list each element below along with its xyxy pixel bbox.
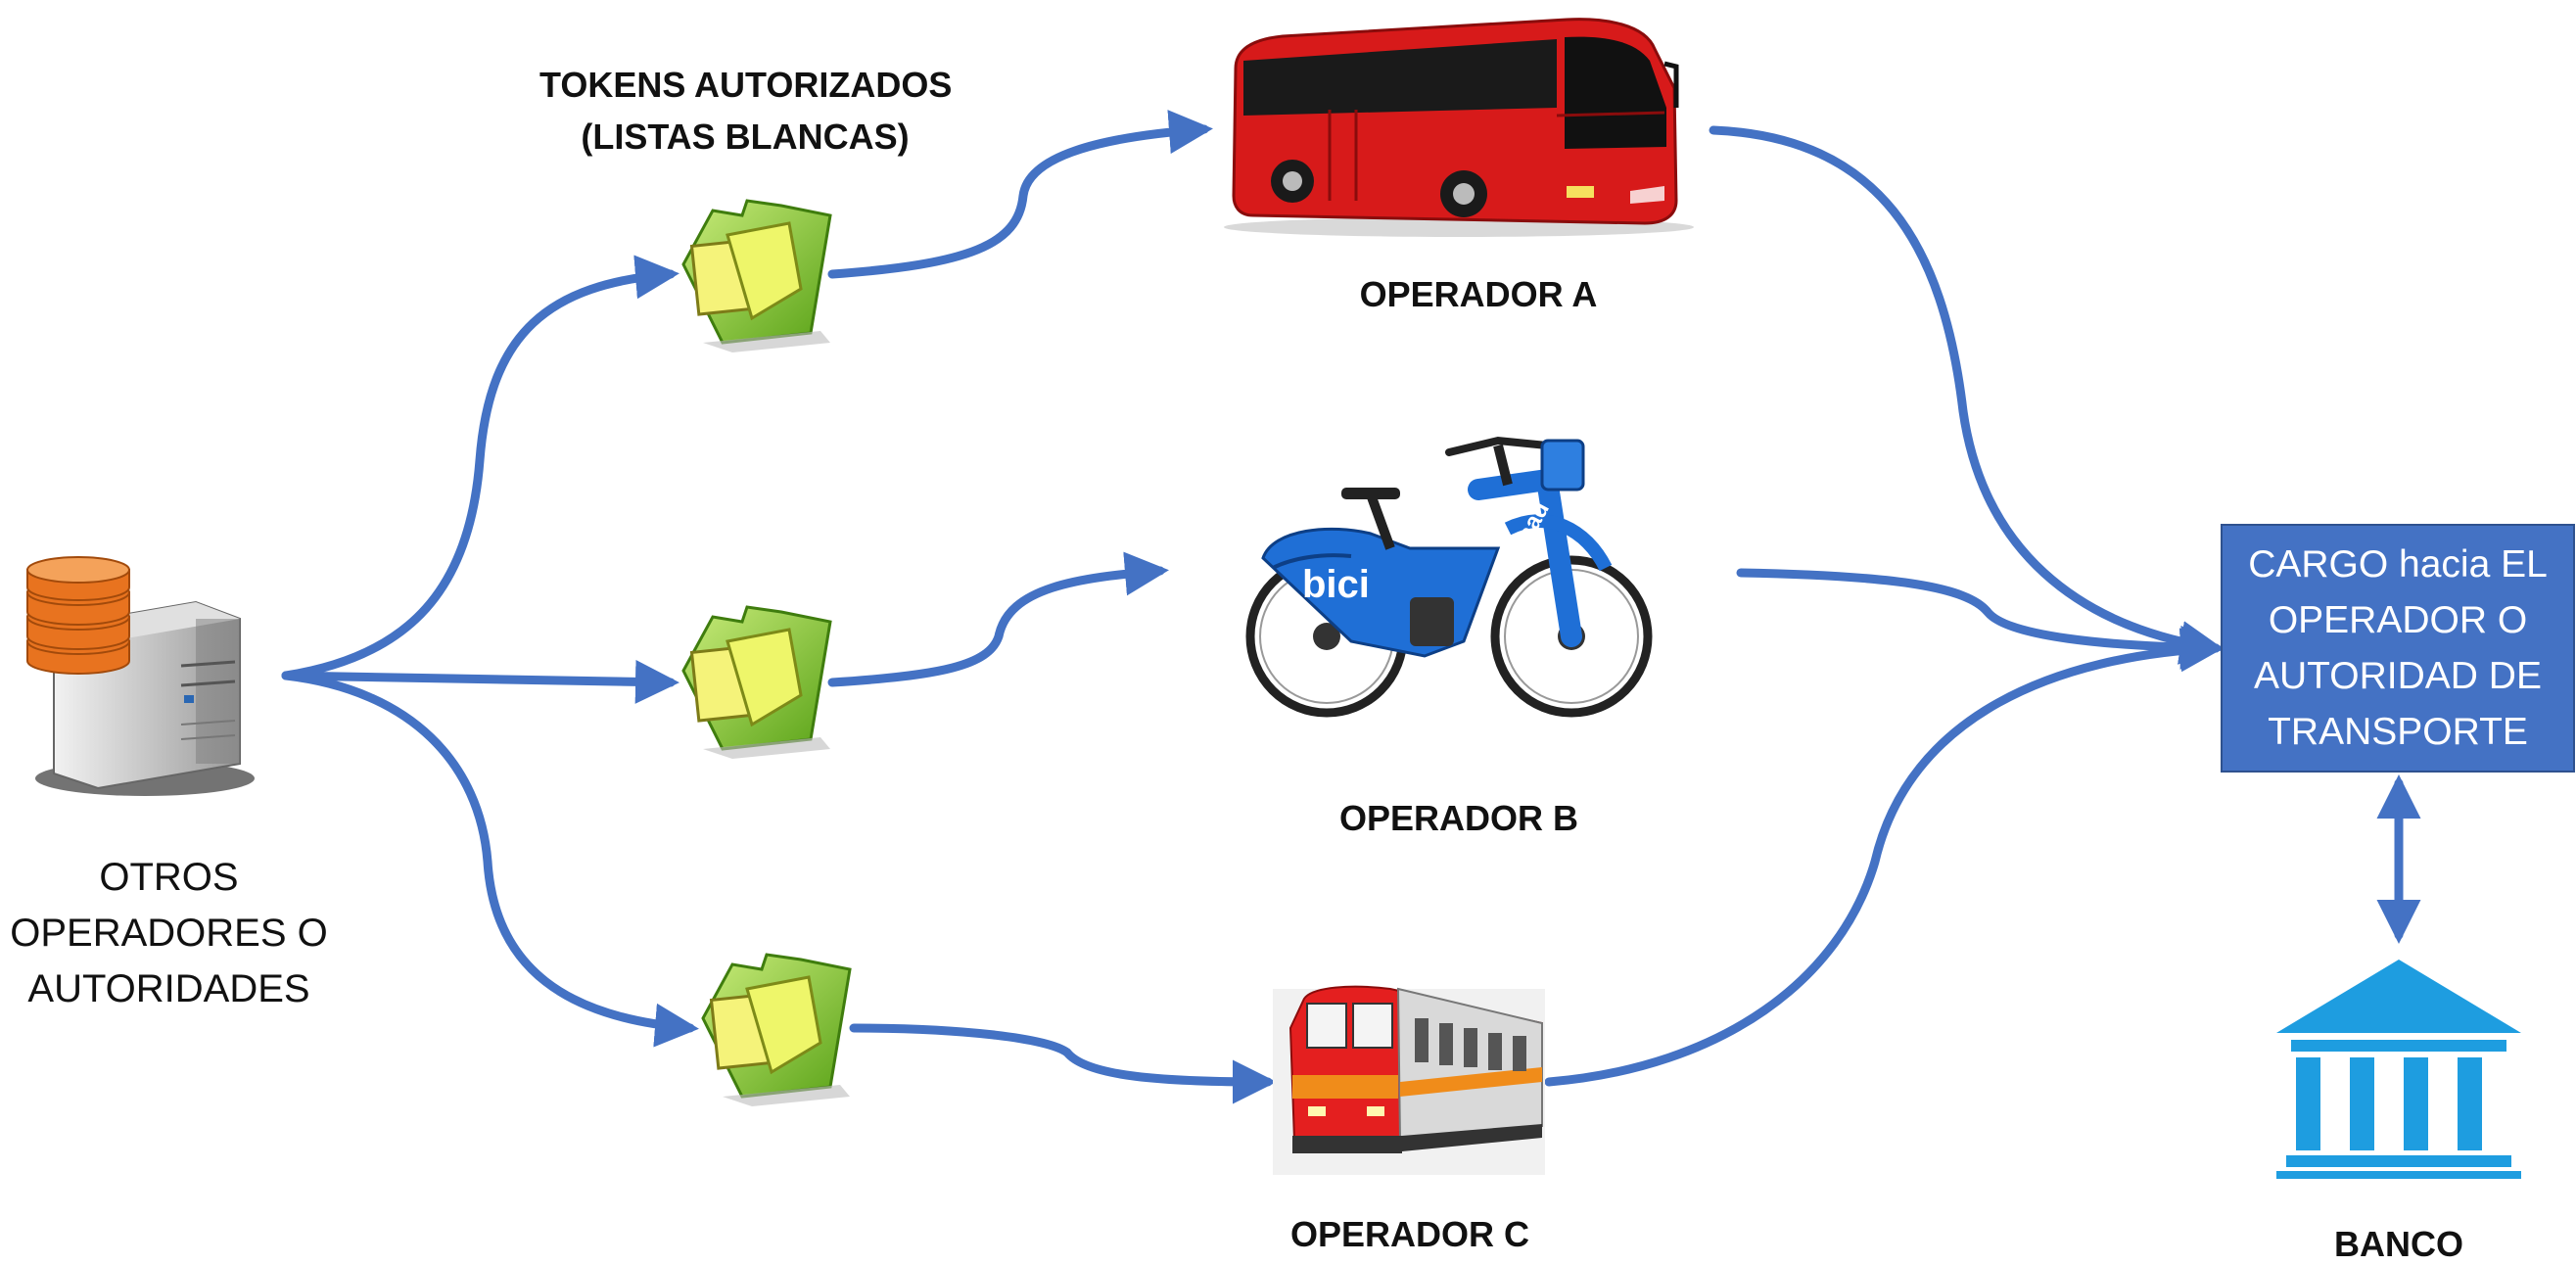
arrow-bus-to-cargo: [1709, 125, 2225, 665]
server-database-icon: [26, 556, 255, 796]
operator-a-label: OPERADOR A: [1359, 274, 1598, 314]
arrow-source-to-tokens-a: [281, 255, 679, 680]
bus-icon: [1224, 18, 1694, 237]
tokens-label-line2: (LISTAS BLANCAS): [581, 117, 910, 157]
source-label-line3: AUTORIDADES: [27, 967, 310, 1010]
operator-c-label: OPERADOR C: [1289, 1214, 1530, 1254]
flow-arrows: [281, 110, 2421, 1104]
folder-icon-c: [701, 953, 852, 1106]
cargo-box-line4: TRANSPORTE: [2268, 711, 2528, 753]
source-label-line1: OTROS: [99, 856, 239, 899]
bike-text: bici: [1302, 563, 1370, 606]
tokens-label-line1: TOKENS AUTORIZADOS: [539, 65, 953, 105]
arrow-bike-to-cargo: [1736, 568, 2225, 670]
bank-icon: [2276, 960, 2521, 1179]
arrow-source-to-tokens-c: [281, 671, 699, 1048]
arrow-tokens-c-to-train: [849, 1023, 1277, 1104]
arrow-tokens-b-to-bike: [827, 551, 1169, 687]
tokens-label: TOKENS AUTORIZADOS (LISTAS BLANCAS): [539, 59, 953, 163]
cargo-box: CARGO hacia EL OPERADOR O AUTORIDAD DE T…: [2221, 524, 2575, 773]
cargo-box-line3: AUTORIDAD DE: [2254, 655, 2542, 697]
source-label-line2: OPERADORES O: [10, 912, 328, 955]
train-icon: [1273, 985, 1545, 1175]
bank-label: BANCO: [2334, 1224, 2463, 1264]
arrow-tokens-a-to-bus: [827, 110, 1213, 279]
cargo-box-line2: OPERADOR O: [2268, 599, 2528, 641]
cargo-box-line1: CARGO hacia EL: [2248, 543, 2548, 586]
folder-icon-b: [681, 605, 832, 759]
source-label: OTROS OPERADORES O AUTORIDADES: [0, 850, 338, 1017]
arrow-train-to-cargo: [1544, 628, 2225, 1087]
bicycle-icon: bici bicimad: [1245, 436, 1653, 718]
arrow-source-to-tokens-b: [281, 659, 679, 704]
folder-icon-a: [681, 199, 832, 352]
operator-b-label: OPERADOR B: [1338, 798, 1579, 838]
